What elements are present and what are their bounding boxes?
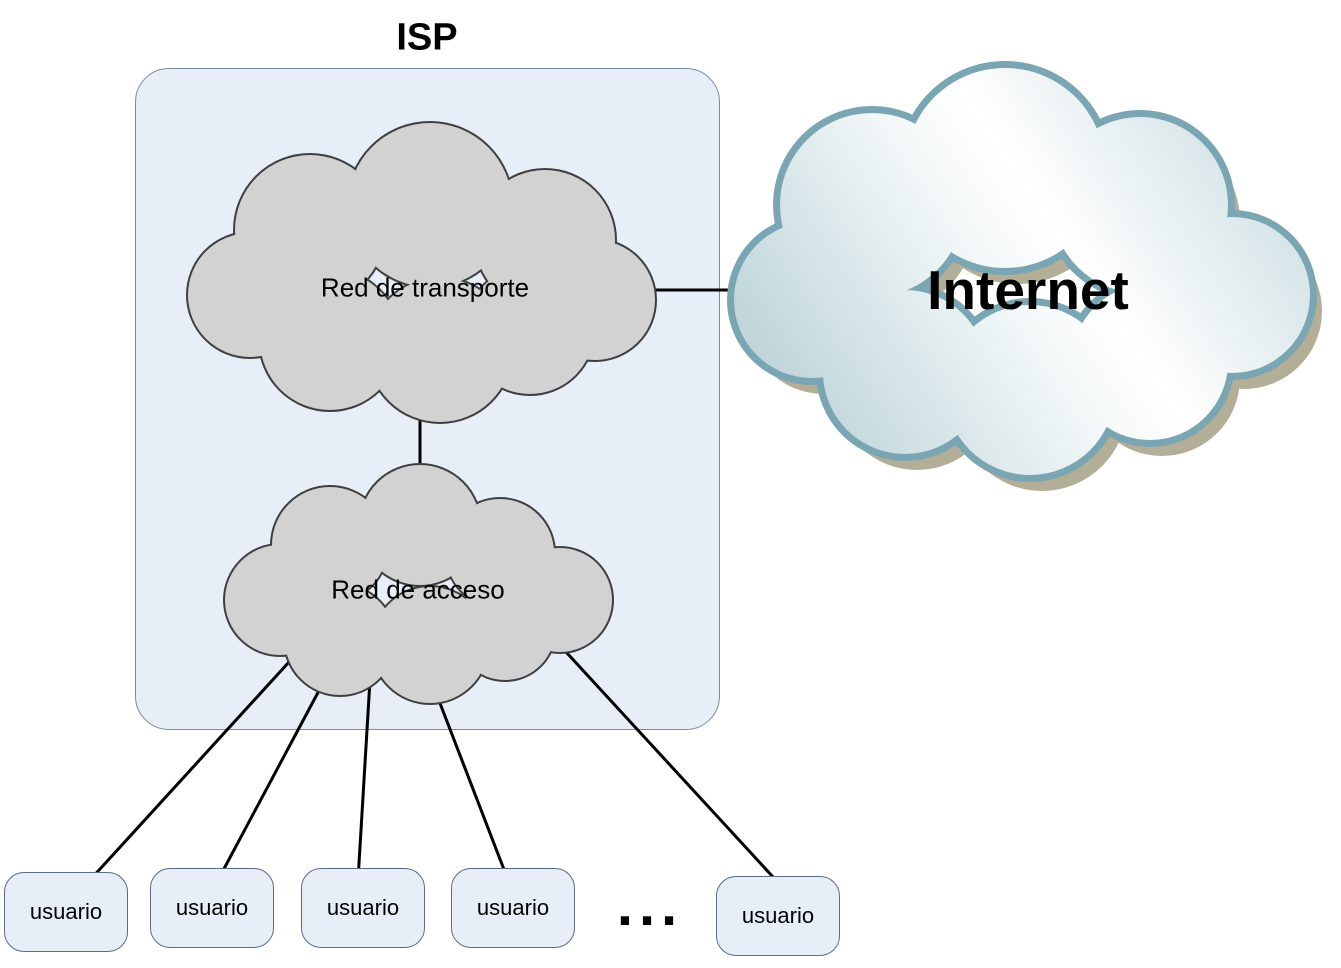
user-label: usuario	[326, 895, 400, 920]
user-box: usuario	[4, 872, 128, 952]
link-access-user-3	[356, 679, 372, 881]
link-access-user-1	[88, 648, 302, 882]
link-access-user-5	[553, 638, 787, 892]
ellipsis: ...	[616, 873, 684, 938]
user-box: usuario	[451, 868, 575, 948]
internet-cloud-label: Internet	[927, 259, 1129, 321]
access-cloud-label: Red de acceso	[331, 574, 505, 605]
user-box: usuario	[716, 876, 840, 956]
user-label: usuario	[29, 899, 103, 924]
link-access-user-4	[436, 697, 510, 881]
user-label: usuario	[175, 895, 249, 920]
user-box: usuario	[301, 868, 425, 948]
user-label: usuario	[741, 903, 815, 928]
link-access-user-2	[216, 669, 332, 881]
user-label: usuario	[476, 895, 550, 920]
user-box: usuario	[150, 868, 274, 948]
transport-cloud-label: Red de transporte	[320, 272, 530, 303]
isp-title: ISP	[396, 16, 458, 59]
